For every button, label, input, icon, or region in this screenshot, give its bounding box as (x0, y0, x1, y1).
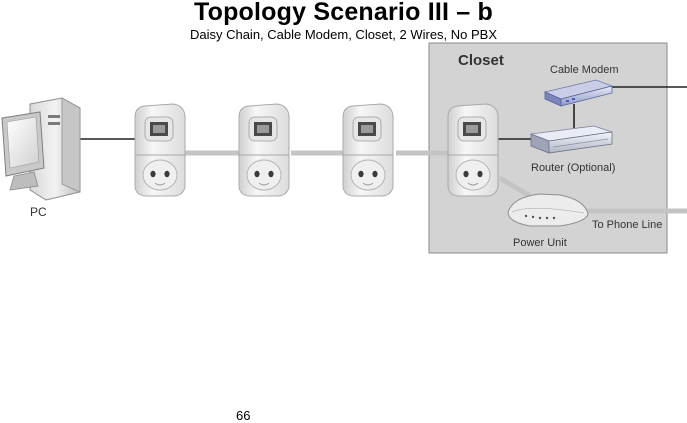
wall-socket-4 (447, 103, 499, 197)
wall-socket-3 (342, 103, 394, 197)
cable-modem-label: Cable Modem (550, 64, 618, 76)
wall-socket-1 (134, 103, 186, 197)
power-unit-label: Power Unit (513, 237, 567, 249)
router-icon (530, 125, 613, 154)
phone-line-label: To Phone Line (592, 219, 662, 231)
page-title: Topology Scenario III – b (193, 0, 494, 26)
power-unit-icon (507, 193, 589, 227)
pc-label: PC (30, 205, 47, 219)
wall-wire (185, 150, 687, 214)
cable-modem-icon (543, 79, 614, 107)
closet-label: Closet (458, 52, 504, 69)
router-label: Router (Optional) (531, 162, 615, 174)
page-number: 66 (236, 408, 251, 423)
pc-icon (1, 97, 81, 201)
page-subtitle: Daisy Chain, Cable Modem, Closet, 2 Wire… (189, 27, 498, 42)
wall-socket-2 (238, 103, 290, 197)
